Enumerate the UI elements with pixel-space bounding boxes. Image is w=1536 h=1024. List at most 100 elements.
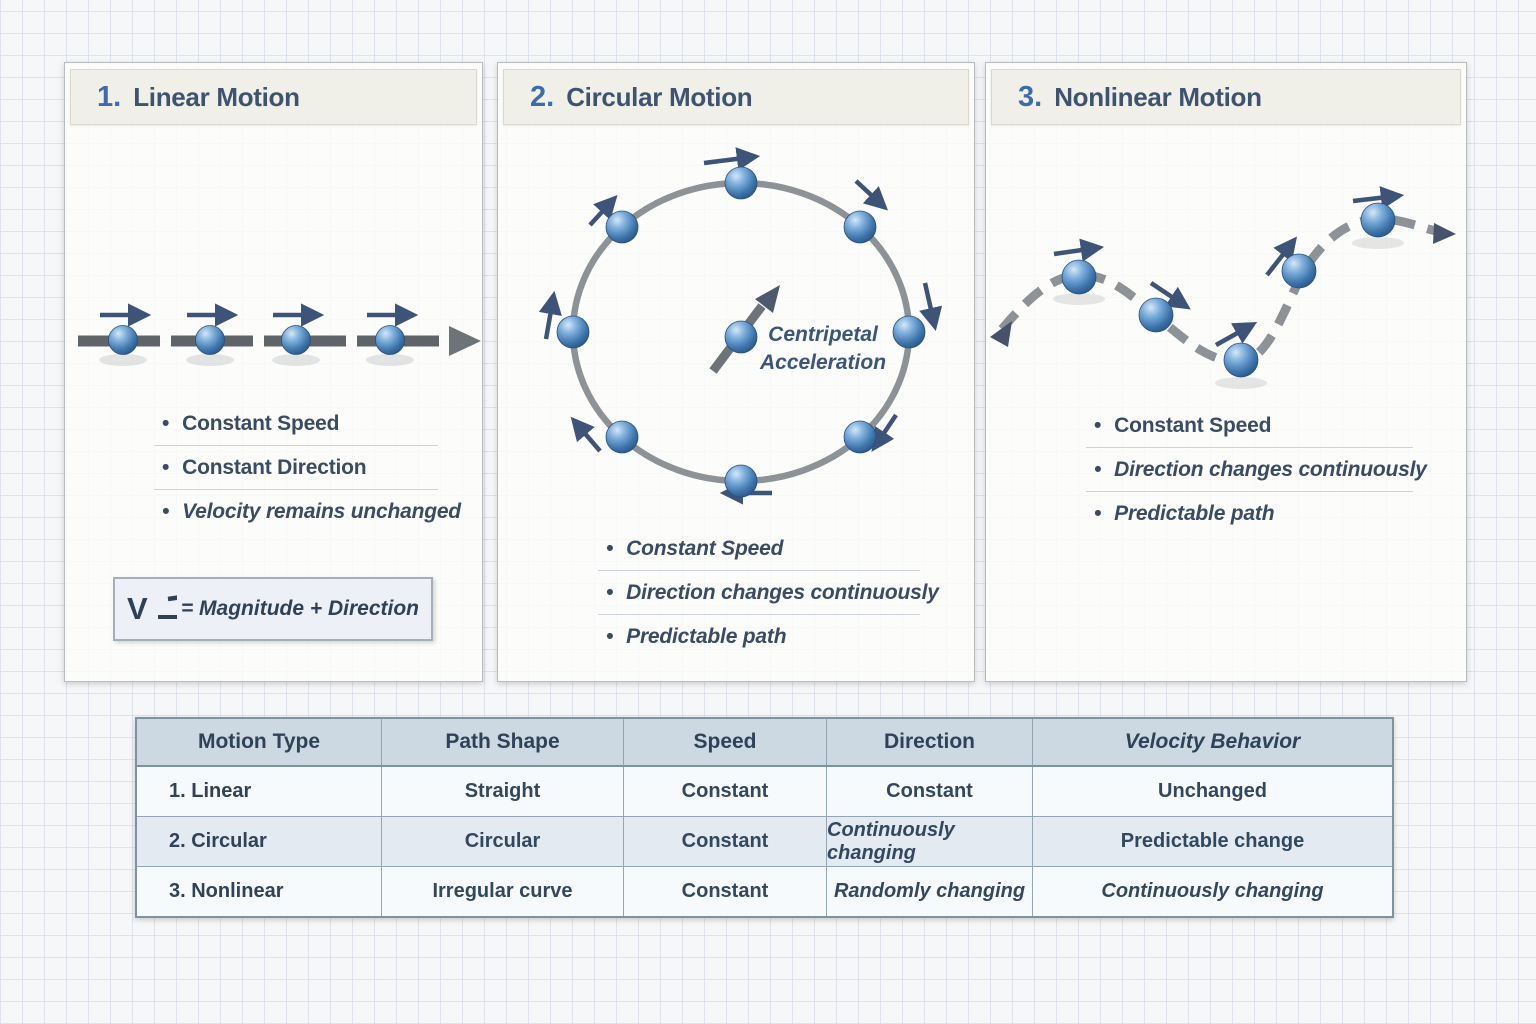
- bullet-item: •Direction changes continuously: [598, 571, 954, 614]
- column-header: Direction: [827, 719, 1033, 765]
- bullet-text: Velocity remains unchanged: [182, 499, 461, 523]
- table-cell: Continuously changing: [1101, 880, 1324, 902]
- ball-icon: [1138, 297, 1174, 333]
- ball-icon: [724, 320, 758, 354]
- bullet-text: Constant Speed: [1114, 413, 1272, 437]
- table-row: 3. Nonlinear Irregular curve Constant Ra…: [137, 866, 1392, 916]
- bullet-item: • Constant Direction: [154, 446, 462, 489]
- bullet-dot-icon: •: [1094, 413, 1102, 437]
- table-cell: Circular: [382, 817, 624, 866]
- ball-shadow: [186, 354, 234, 366]
- table-cell: 1. Linear: [137, 767, 382, 816]
- ball-icon: [892, 315, 926, 349]
- curve-start-arrowhead-icon: [990, 321, 1012, 347]
- velocity-arrow-icon: [588, 194, 618, 227]
- ball-icon: [108, 325, 138, 355]
- table-cell: Constant: [624, 867, 827, 916]
- table-cell: Continuously changing: [827, 817, 1033, 866]
- ball-shadow: [99, 354, 147, 366]
- column-header: Path Shape: [382, 719, 624, 765]
- formula-text: = Magnitude + Direction: [180, 597, 419, 620]
- ball-icon: [843, 210, 877, 244]
- nonlinear-motion-diagram: [990, 186, 1456, 389]
- velocity-symbol: V: [127, 591, 148, 626]
- ball-icon: [195, 325, 225, 355]
- ball-icon: [605, 210, 639, 244]
- ball-icon: [605, 420, 639, 454]
- ball-shadow: [1352, 237, 1404, 249]
- bullet-item: • Direction changes continuously: [1086, 448, 1446, 491]
- table-cell: Constant: [624, 767, 827, 816]
- bullet-item: • Velocity remains unchanged: [154, 490, 462, 533]
- velocity-arrow-icon: [919, 282, 943, 331]
- ball-icon: [1223, 342, 1259, 378]
- ball-icon: [375, 325, 405, 355]
- velocity-arrow-icon: [1149, 281, 1191, 310]
- motion-comparison-table: Motion Type Path Shape Speed Direction V…: [135, 717, 1394, 918]
- divider: [154, 445, 438, 446]
- velocity-formula-box: V = Magnitude + Direction: [113, 577, 433, 641]
- panel-header: 1. Linear Motion: [70, 69, 477, 125]
- circular-motion-diagram: Centripetal Acceleration: [538, 147, 943, 505]
- table-cell: Predictable change: [1120, 830, 1305, 852]
- centripetal-label-line2: Acceleration: [759, 351, 886, 374]
- table-row: 1. Linear Straight Constant Constant Unc…: [137, 767, 1392, 816]
- ball-icon: [843, 420, 877, 454]
- divider: [1086, 447, 1413, 448]
- nonlinear-bullet-list: • Constant Speed • Direction changes conti…: [1086, 404, 1446, 535]
- centripetal-label-line1: Centripetal: [768, 323, 879, 346]
- table-cell: Straight: [382, 767, 624, 816]
- ball-shadow: [366, 354, 414, 366]
- bullet-text: Predictable path: [1114, 501, 1275, 525]
- table-cell: Irregular curve: [382, 867, 624, 916]
- velocity-arrow-icon: [871, 413, 898, 452]
- bullet-item: •Constant Speed: [598, 527, 954, 570]
- table-cell: 3. Nonlinear: [137, 867, 382, 916]
- ball-shadow: [1053, 293, 1105, 305]
- column-header: Velocity Behavior: [1124, 730, 1301, 753]
- divider: [154, 489, 438, 490]
- bullet-item: • Predictable path: [598, 615, 954, 658]
- table-cell: 2. Circular: [137, 817, 382, 866]
- ball-shadow: [272, 354, 320, 366]
- velocity-arrow-icon: [854, 179, 889, 211]
- panel-number: 2.: [530, 80, 555, 113]
- bullet-dot-icon: •: [162, 499, 170, 523]
- panel-title: Linear Motion: [133, 81, 300, 112]
- velocity-vector-icon: [157, 595, 177, 619]
- velocity-arrow-icon: [1053, 238, 1105, 262]
- divider: [598, 614, 920, 615]
- panel-nonlinear-motion: 3. Nonlinear Motion • Constant Speed • Dir…: [985, 62, 1467, 682]
- panel-title: Nonlinear Motion: [1054, 81, 1262, 112]
- panel-header: 2. Circular Motion: [503, 69, 969, 125]
- bullet-text: Direction changes continuously: [1114, 457, 1427, 481]
- panel-number: 3.: [1018, 80, 1043, 113]
- ball-icon: [1061, 259, 1097, 295]
- bullet-text: Predictable path: [626, 624, 787, 648]
- velocity-arrow-icon: [703, 147, 761, 171]
- bullet-text: Constant Direction: [182, 455, 367, 479]
- ball-icon: [281, 325, 311, 355]
- ball-icon: [1360, 202, 1396, 238]
- table-cell: Constant: [827, 767, 1033, 816]
- table-cell: Unchanged: [1158, 780, 1267, 802]
- panel-header: 3. Nonlinear Motion: [991, 69, 1461, 125]
- ball-icon: [556, 315, 590, 349]
- divider: [598, 570, 920, 571]
- bullet-dot-icon: •: [606, 624, 614, 648]
- column-header: Speed: [624, 719, 827, 765]
- velocity-arrow-icon: [1352, 186, 1405, 210]
- path-arrowhead-icon: [449, 326, 481, 356]
- bullet-dot-icon: •: [162, 455, 170, 479]
- bullet-text: Constant Speed: [182, 411, 340, 435]
- bullet-dot-icon: •: [1094, 501, 1102, 525]
- bullet-dot-icon: •: [1094, 457, 1102, 481]
- panel-title: Circular Motion: [566, 81, 753, 112]
- bullet-dot-icon: •: [162, 411, 170, 435]
- bullet-text: Constant Speed: [626, 536, 784, 560]
- table-header-row: Motion Type Path Shape Speed Direction V…: [137, 719, 1392, 767]
- linear-motion-diagram: [78, 303, 481, 366]
- bullet-item: • Constant Speed: [154, 402, 462, 445]
- velocity-arrow-icon: [1214, 322, 1258, 347]
- bullet-text: Direction changes continuously: [626, 580, 939, 604]
